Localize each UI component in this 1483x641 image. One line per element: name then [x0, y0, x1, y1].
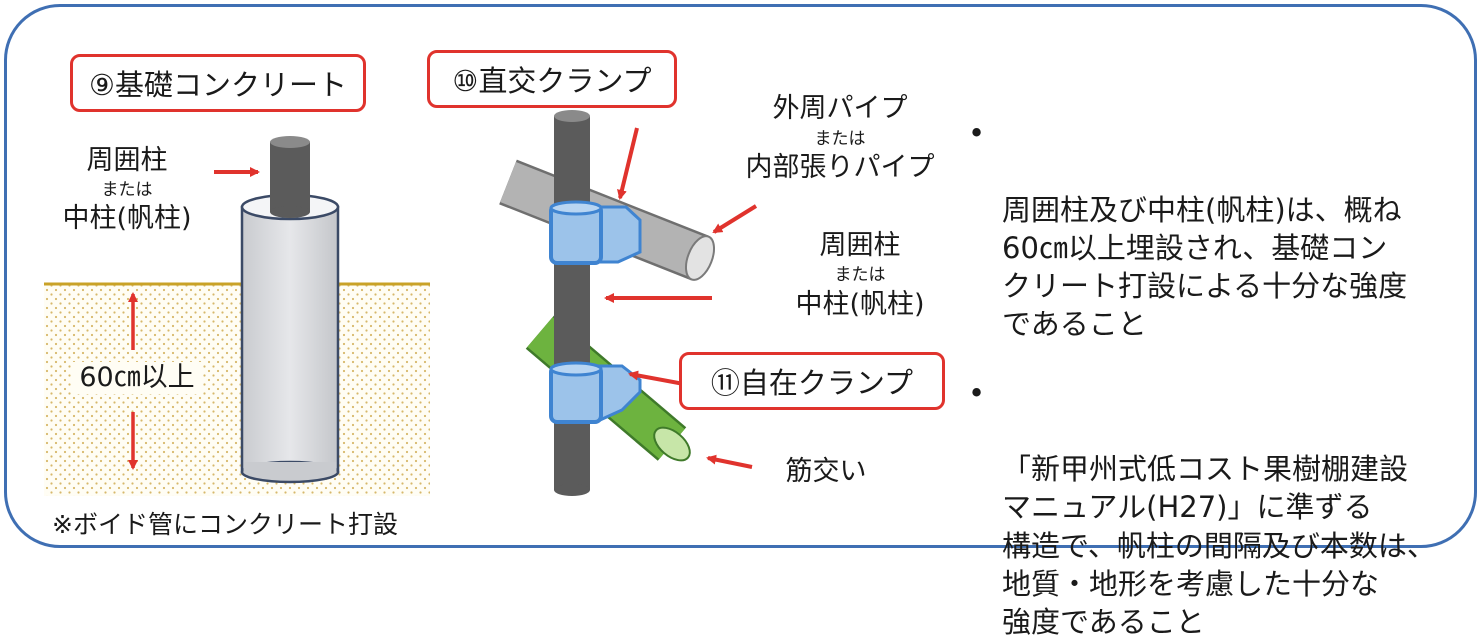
arrow-to-cross-clamp: [617, 127, 639, 200]
pillar-left-label-or: または: [101, 180, 153, 200]
requirement-item: • 「新甲州式低コスト果樹棚建設 マニュアル(H27)」に準ずる 構造で、帆柱の…: [968, 374, 1468, 641]
bullet-dot: •: [968, 116, 986, 150]
pillar-right-label-bottom: 中柱(帆柱): [795, 289, 925, 320]
label-foundation-concrete: ⑨基礎コンクリート: [70, 54, 366, 112]
pole-left: [270, 136, 310, 218]
depth-label: 60㎝以上: [72, 362, 202, 395]
cross-clamp: [549, 200, 642, 265]
diagram-artwork: [44, 110, 758, 496]
label-cross-clamp: ⑩直交クランプ: [427, 50, 677, 108]
label-swivel-clamp: ⑪自在クランプ: [679, 352, 945, 410]
bullet-dot: •: [968, 375, 986, 410]
arrow-to-outer-pipe: [712, 204, 758, 234]
requirements-list: • 周囲柱及び中柱(帆柱)は、概ね 60㎝以上埋設され、基礎コン クリート打設に…: [968, 114, 1468, 641]
arrow-to-swivel-clamp: [628, 370, 685, 386]
pillar-left-label-bottom: 中柱(帆柱): [62, 203, 192, 234]
outer-pipe-label-top: 外周パイプ: [772, 93, 908, 124]
arrow-to-brace: [706, 454, 753, 469]
requirement-text: 周囲柱及び中柱(帆柱)は、概ね 60㎝以上埋設され、基礎コン クリート打設による…: [1002, 192, 1408, 342]
pillar-left-label-top: 周囲柱: [86, 145, 168, 176]
brace-label: 筋交い: [785, 456, 867, 487]
pillar-right-label-top: 周囲柱: [819, 230, 901, 261]
requirement-text: 「新甲州式低コスト果樹棚建設 マニュアル(H27)」に準ずる 構造で、帆柱の間隔…: [1002, 452, 1436, 640]
pillar-right-label-or: または: [834, 265, 886, 285]
outer-pipe-label-or: または: [814, 129, 866, 149]
pole-right: [554, 110, 590, 496]
concrete-foundation: [240, 193, 340, 484]
note-void-tube: ※ボイド管にコンクリート打設: [52, 510, 398, 539]
requirement-item: • 周囲柱及び中柱(帆柱)は、概ね 60㎝以上埋設され、基礎コン クリート打設に…: [968, 114, 1468, 344]
outer-pipe-label-bottom: 内部張りパイプ: [745, 152, 935, 183]
